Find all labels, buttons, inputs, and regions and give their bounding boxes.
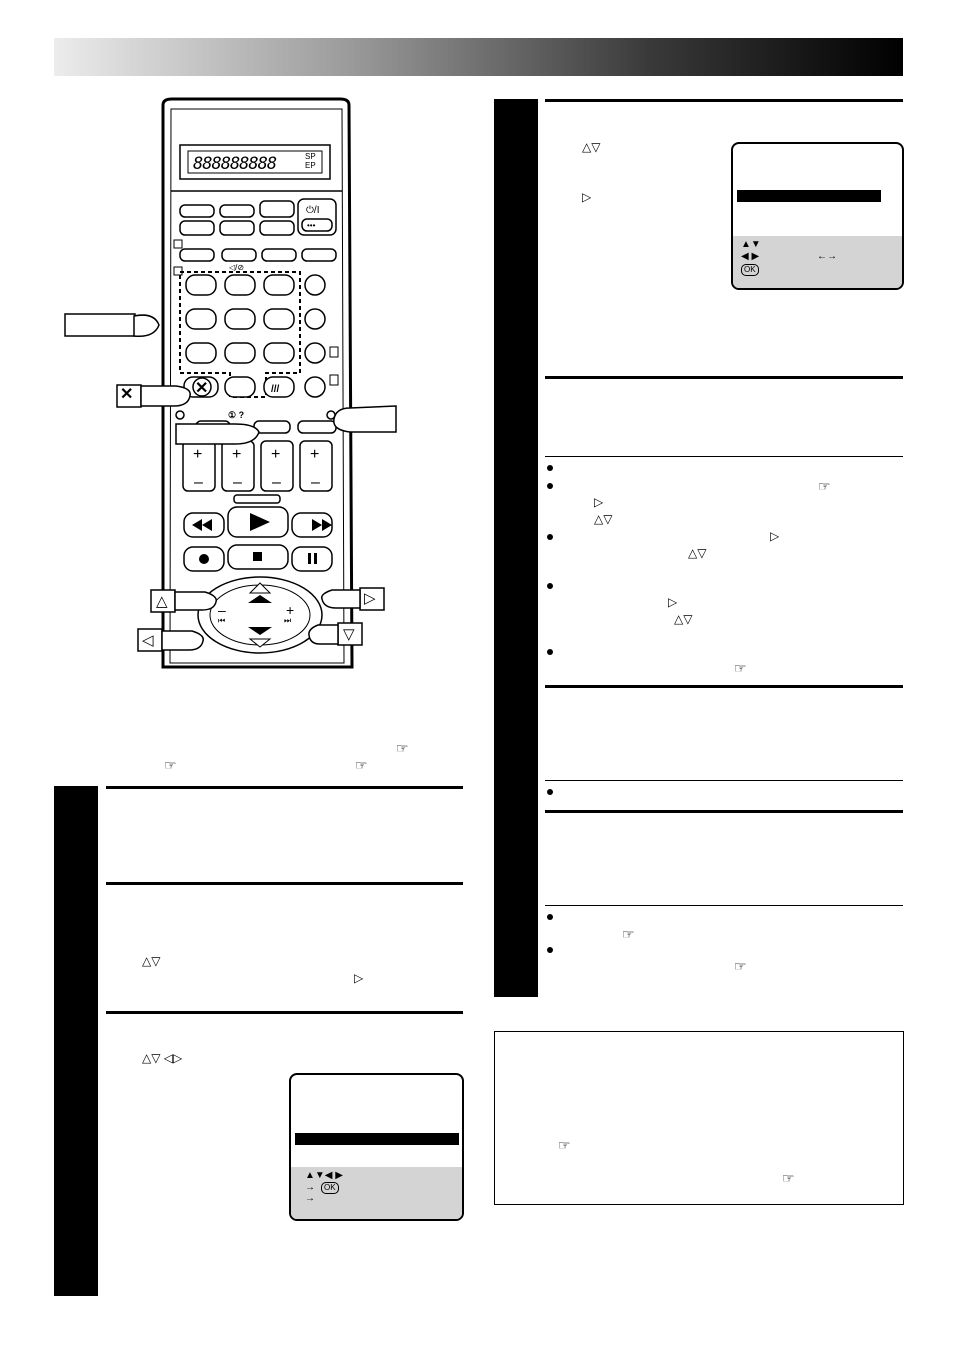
osd-right-highlight-row xyxy=(737,190,881,202)
step-3-rule xyxy=(106,1011,463,1014)
right-section-tab xyxy=(494,99,538,997)
remote-control-illustration: /// + + + + – – – – – + ⏮ xyxy=(161,97,354,669)
svg-text:•••: ••• xyxy=(307,221,316,230)
hand-pointer-numeric xyxy=(64,313,160,338)
remote-display-ep: EP xyxy=(305,161,316,170)
help-button-label: ① ? xyxy=(228,410,245,420)
osd-right-swap-arrow: ←→ xyxy=(817,251,837,262)
note-bullet-6 xyxy=(547,789,553,795)
step-4-updown-icon: △▽ xyxy=(582,140,601,154)
svg-text:–: – xyxy=(311,474,320,491)
svg-text:⏭: ⏭ xyxy=(284,616,291,625)
step-4-right-icon: ▷ xyxy=(582,190,592,204)
svg-text:+: + xyxy=(286,602,294,618)
svg-text:⏮: ⏮ xyxy=(218,616,225,625)
step-3-arrows-icon: △▽ ◁▷ xyxy=(142,1051,183,1065)
up-arrow-icon: △ xyxy=(156,593,168,610)
hand-pointer-menu xyxy=(333,405,397,433)
note-3-right-icon: ▷ xyxy=(770,529,780,543)
step-2-right-icon: ▷ xyxy=(354,971,364,985)
hand-pointer-down xyxy=(308,622,363,646)
note-box xyxy=(494,1031,904,1205)
notes-6-divider xyxy=(545,780,903,781)
hand-pointer-cancel xyxy=(116,384,191,408)
reference-icon-7: ☞ xyxy=(734,958,747,974)
note-bullet-2 xyxy=(547,483,553,489)
reference-icon-6: ☞ xyxy=(622,926,635,942)
note-bullet-5 xyxy=(547,649,553,655)
reference-icon-1: ☞ xyxy=(396,740,409,756)
svg-text:⏻/I: ⏻/I xyxy=(306,205,319,216)
ok-icon-right: OK xyxy=(741,264,759,276)
osd-left-exit-arrow: → xyxy=(305,1193,315,1204)
svg-text:+: + xyxy=(232,446,241,463)
cancel-x-icon: ✕ xyxy=(120,386,134,403)
ok-icon: OK xyxy=(321,1182,339,1194)
svg-text:+: + xyxy=(310,446,319,463)
step-6-rule xyxy=(545,685,903,688)
step-2-updown-icon: △▽ xyxy=(142,954,161,968)
reference-icon-4: ☞ xyxy=(818,478,831,494)
remote-display-sp: SP xyxy=(305,152,316,161)
note-bullet-1 xyxy=(547,465,553,471)
svg-text:///: /// xyxy=(271,384,280,395)
remote-display-digits: 888888888 xyxy=(193,154,277,174)
note-4-updown-icon: △▽ xyxy=(674,612,693,626)
down-arrow-icon: ▽ xyxy=(343,626,355,643)
step-7-rule xyxy=(545,810,903,813)
right-arrow-icon: ▷ xyxy=(364,590,376,607)
svg-text:–: – xyxy=(233,474,242,491)
notes-7-divider xyxy=(545,905,903,906)
osd-left-highlight-row xyxy=(295,1133,459,1145)
osd-left-ok-arrow: → xyxy=(305,1182,315,1193)
osd-left-help-panel xyxy=(291,1167,462,1219)
hand-pointer-up xyxy=(150,589,218,613)
osd-left-nav-row: ▲▼◀ ▶ xyxy=(305,1170,343,1181)
note-4-right-icon: ▷ xyxy=(668,595,678,609)
reference-icon-2: ☞ xyxy=(164,757,177,773)
reference-icon-5: ☞ xyxy=(734,660,747,676)
svg-text:+: + xyxy=(193,446,202,463)
left-arrow-icon: ◁ xyxy=(142,632,154,649)
svg-text:+: + xyxy=(271,446,280,463)
osd-right-nav-row2: ◀ ▶ xyxy=(741,251,760,262)
step-5-rule xyxy=(545,376,903,379)
osd-right-help-panel xyxy=(733,236,902,288)
hand-pointer-left xyxy=(137,628,205,652)
reference-icon-9: ☞ xyxy=(782,1170,795,1186)
note-3-updown-icon: △▽ xyxy=(688,546,707,560)
note-bullet-4 xyxy=(547,583,553,589)
note-2-right-icon: ▷ xyxy=(594,495,604,509)
step-1-rule xyxy=(106,786,463,789)
hand-pointer-right xyxy=(320,587,385,611)
svg-text:–: – xyxy=(194,474,203,491)
note-bullet-8 xyxy=(547,947,553,953)
reference-icon-3: ☞ xyxy=(355,757,368,773)
left-section-tab xyxy=(54,786,98,1296)
osd-screen-left: ▲▼◀ ▶ → OK → xyxy=(289,1073,464,1221)
note-bullet-3 xyxy=(547,534,553,540)
header-bar xyxy=(54,38,903,76)
hand-pointer-help xyxy=(175,423,260,445)
step-4-rule xyxy=(545,99,903,102)
osd-screen-right: ▲▼ ◀ ▶ ←→ OK xyxy=(731,142,904,290)
svg-text:✕: ✕ xyxy=(195,380,208,397)
osd-right-nav-row1: ▲▼ xyxy=(741,239,761,250)
notes-5-divider xyxy=(545,456,903,457)
svg-text:–: – xyxy=(218,602,226,618)
reference-icon-8: ☞ xyxy=(558,1137,571,1153)
note-2-updown-icon: △▽ xyxy=(594,512,613,526)
audio-mute-label: ◁/⊘ xyxy=(229,263,245,272)
step-2-rule xyxy=(106,882,463,885)
svg-text:–: – xyxy=(272,474,281,491)
note-bullet-7 xyxy=(547,914,553,920)
